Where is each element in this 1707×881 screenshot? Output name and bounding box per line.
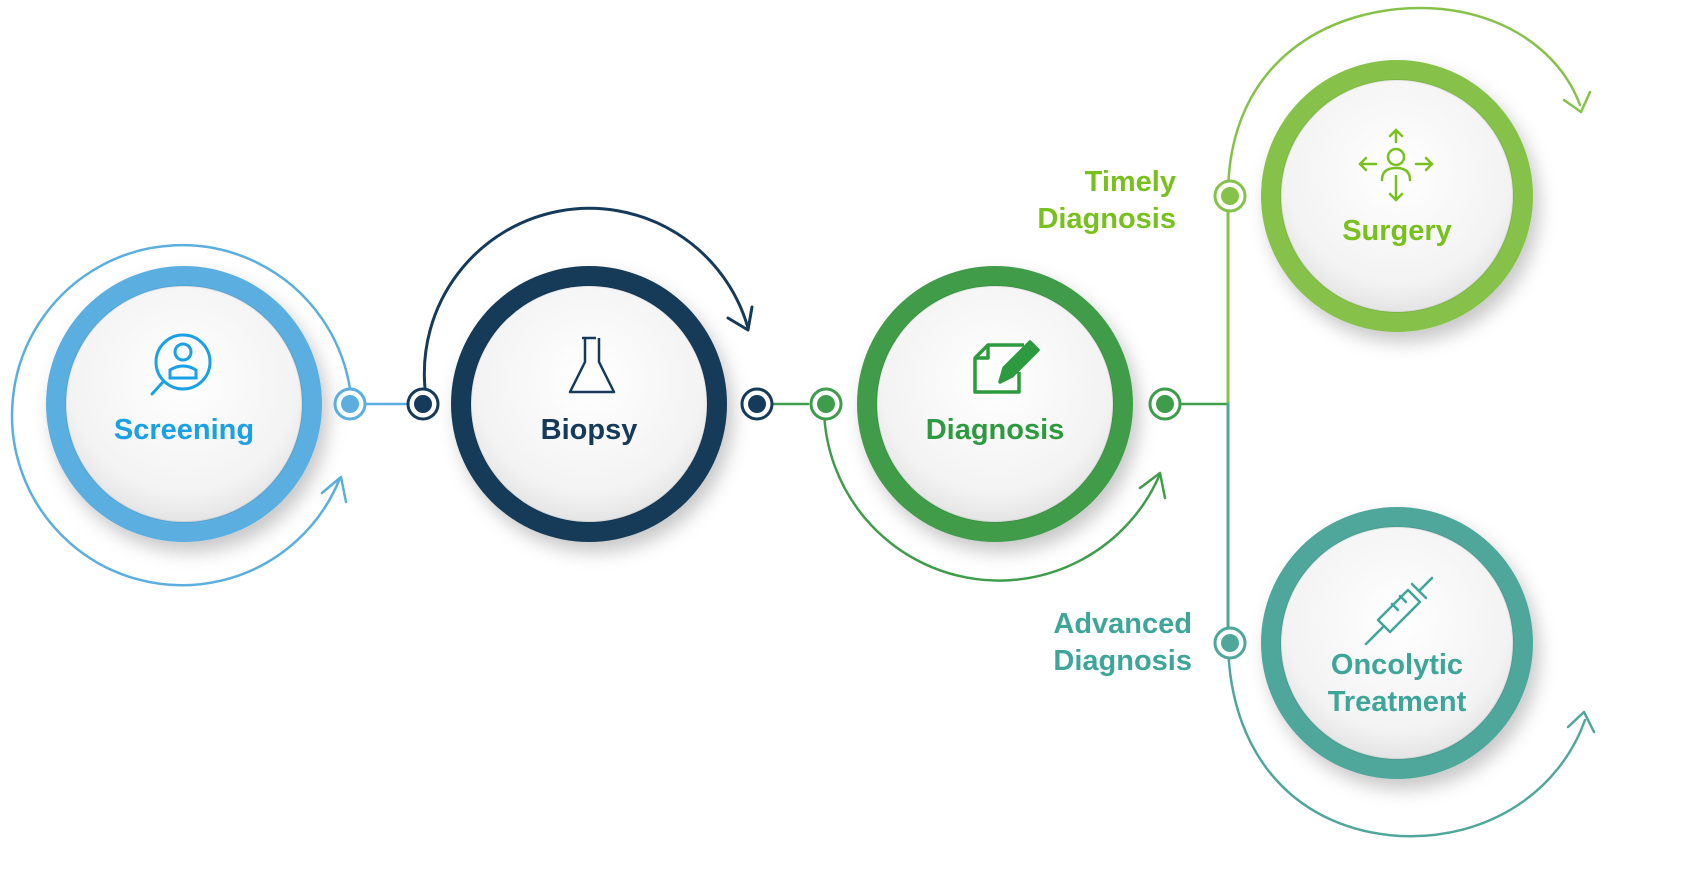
document-edit-icon xyxy=(973,340,1040,394)
oncolytic-arrowhead xyxy=(1566,710,1596,734)
diagnosis-out-node xyxy=(1148,387,1182,421)
screening-disc-face xyxy=(66,286,302,522)
screening-label: Screening xyxy=(113,414,255,446)
surgery-label: Surgery xyxy=(1342,215,1452,247)
timely-label-line-2: Diagnosis xyxy=(1037,203,1176,235)
advanced-label-line-1: Advanced xyxy=(1053,608,1192,640)
screening-disc xyxy=(46,266,322,542)
screening-arc xyxy=(10,243,352,587)
timely-label-line-1: Timely xyxy=(1084,166,1176,198)
screening-arrowhead xyxy=(320,475,348,504)
biopsy-out-node xyxy=(740,387,774,421)
timely-node xyxy=(1213,179,1247,213)
diagnosis-disc-face xyxy=(877,286,1113,522)
oncolytic-label-line-1: Oncolytic xyxy=(1330,649,1464,681)
oncolytic-treatment-label: Oncolytic Treatment xyxy=(1328,647,1467,721)
biopsy-arrowhead xyxy=(726,305,754,332)
biopsy-disc-face xyxy=(471,286,707,522)
biopsy-arc xyxy=(422,206,750,390)
advanced-label-line-2: Diagnosis xyxy=(1053,645,1192,677)
surgery-arrowhead xyxy=(1562,90,1592,114)
diagnosis-arc xyxy=(822,408,1162,582)
surgery-arc xyxy=(1226,6,1582,198)
advanced-diagnosis-label: Advanced Diagnosis xyxy=(1053,606,1192,680)
biopsy-disc xyxy=(451,266,727,542)
oncolytic-label-line-2: Treatment xyxy=(1327,686,1467,718)
timely-diagnosis-label: Timely Diagnosis xyxy=(1037,164,1176,238)
oncolytic-disc-face xyxy=(1281,527,1513,759)
flask-icon xyxy=(568,336,616,394)
diagnosis-in-node xyxy=(809,387,843,421)
diagnosis-label: Diagnosis xyxy=(925,414,1065,446)
biopsy-label: Biopsy xyxy=(540,414,638,446)
diagnosis-disc xyxy=(857,266,1133,542)
biopsy-in-node xyxy=(406,387,440,421)
oncolytic-arc xyxy=(1226,641,1587,838)
advanced-node xyxy=(1213,626,1247,660)
oncolytic-disc xyxy=(1261,507,1533,779)
syringe-icon xyxy=(1364,576,1434,646)
diagnosis-arrowhead xyxy=(1138,471,1167,500)
screening-node xyxy=(333,387,367,421)
person-search-icon xyxy=(150,333,212,396)
person-arrows-icon xyxy=(1358,128,1434,202)
